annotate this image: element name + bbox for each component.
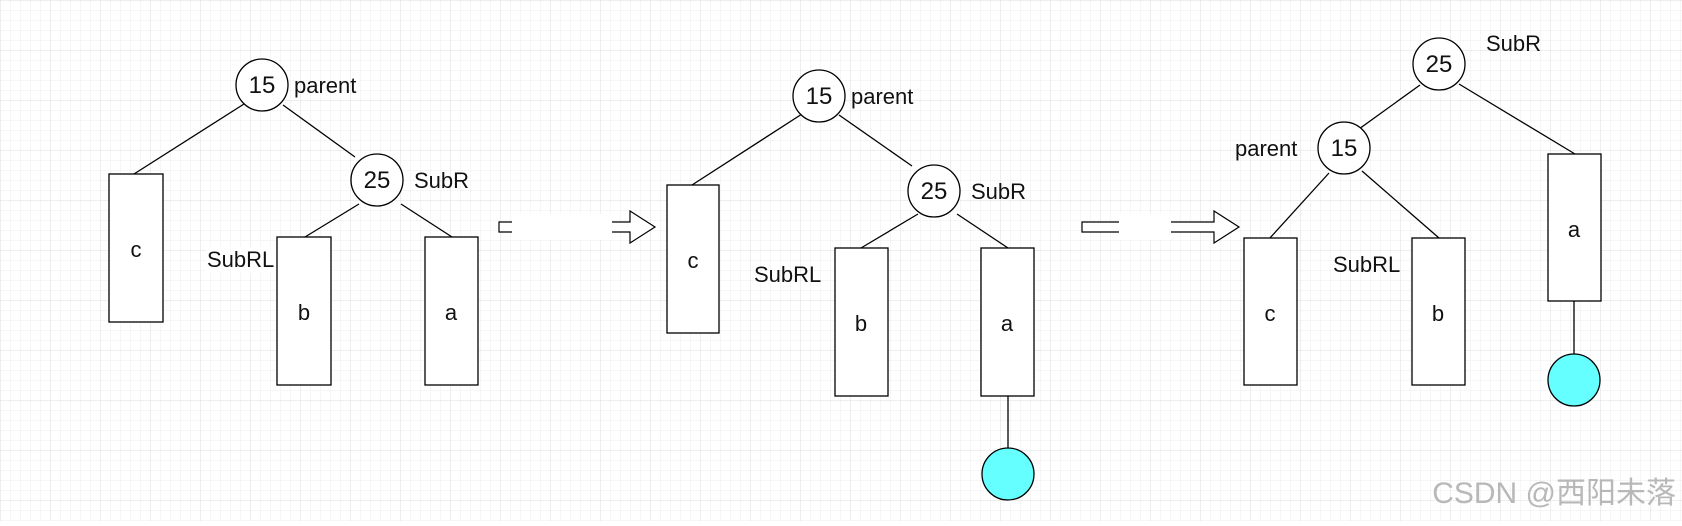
- new-node: [981, 447, 1035, 501]
- edge-parent-subr: [838, 114, 913, 167]
- subrl-label: SubRL: [1333, 252, 1400, 277]
- subr-label: SubR: [1486, 31, 1541, 56]
- subtree-a: [980, 247, 1035, 397]
- arrow-insert-label-bg: [512, 214, 612, 240]
- subtree-b: [276, 236, 332, 386]
- edge-subr-a: [400, 203, 453, 238]
- edge-parent-c: [133, 103, 245, 175]
- subr-label: SubR: [414, 168, 469, 193]
- subtree-b: [1411, 237, 1466, 386]
- node-subr: [907, 164, 961, 218]
- node-parent: [235, 58, 289, 112]
- subtree-c-label: c: [131, 237, 142, 262]
- subtree-b: [834, 247, 889, 397]
- edge-parent-c: [691, 113, 803, 186]
- node-parent-value: 15: [1331, 135, 1358, 162]
- node-subr: [350, 153, 404, 207]
- subtree-c: [108, 173, 164, 323]
- subtree-b-label: b: [855, 311, 867, 336]
- node-parent: [792, 69, 846, 123]
- subtree-a: [1547, 153, 1602, 302]
- node-subr-value: 25: [1426, 51, 1453, 78]
- arrow-rotate-left-label-bg: [1119, 214, 1171, 240]
- arrow-insert: [498, 209, 657, 245]
- subrl-label: SubRL: [754, 262, 821, 287]
- edge-subr-subrl: [860, 213, 919, 249]
- subr-label: SubR: [971, 179, 1026, 204]
- arrow-rotate-left: [1081, 209, 1241, 245]
- node-parent-value: 15: [806, 83, 833, 110]
- edge-subr-subrl: [304, 203, 360, 238]
- subtree-b-label: b: [298, 300, 310, 325]
- node-subr-value: 25: [921, 178, 948, 205]
- node-subr-value: 25: [364, 167, 391, 194]
- subtree-c-label: c: [688, 248, 699, 273]
- subtree-b-label: b: [1432, 301, 1444, 326]
- watermark: CSDN @西阳未落: [1432, 477, 1676, 510]
- panel-after-insert: 15 parent 25 SubR c b SubRL a: [666, 69, 1035, 501]
- subrl-label: SubRL: [207, 247, 274, 272]
- edge-parent-b: [1361, 170, 1440, 239]
- subtree-c-label: c: [1265, 301, 1276, 326]
- subrl-label-bg: [206, 247, 276, 273]
- edge-subr-a: [956, 213, 1009, 249]
- node-parent-value: 15: [249, 72, 276, 99]
- parent-label: parent: [851, 84, 913, 109]
- panel-after-rotation: 25 SubR 15 parent c b SubRL a: [1235, 31, 1602, 407]
- parent-label: parent: [1235, 136, 1297, 161]
- subtree-a: [424, 236, 479, 386]
- node-subr: [1412, 37, 1466, 91]
- new-node: [1547, 353, 1601, 407]
- subtree-a-label: a: [1568, 217, 1581, 242]
- subtree-a-label: a: [1001, 311, 1014, 336]
- edge-subr-parent: [1358, 84, 1421, 130]
- edge-parent-c: [1269, 172, 1330, 239]
- subtree-c: [1243, 237, 1298, 386]
- subtree-a-label: a: [445, 300, 458, 325]
- edge-subr-a: [1458, 83, 1576, 155]
- node-parent: [1317, 121, 1371, 175]
- edge-parent-subr: [282, 104, 356, 158]
- subtree-c: [666, 184, 720, 334]
- parent-label: parent: [294, 73, 356, 98]
- panel-before-insert: 15 parent 25 SubR c b SubRL a: [108, 58, 479, 386]
